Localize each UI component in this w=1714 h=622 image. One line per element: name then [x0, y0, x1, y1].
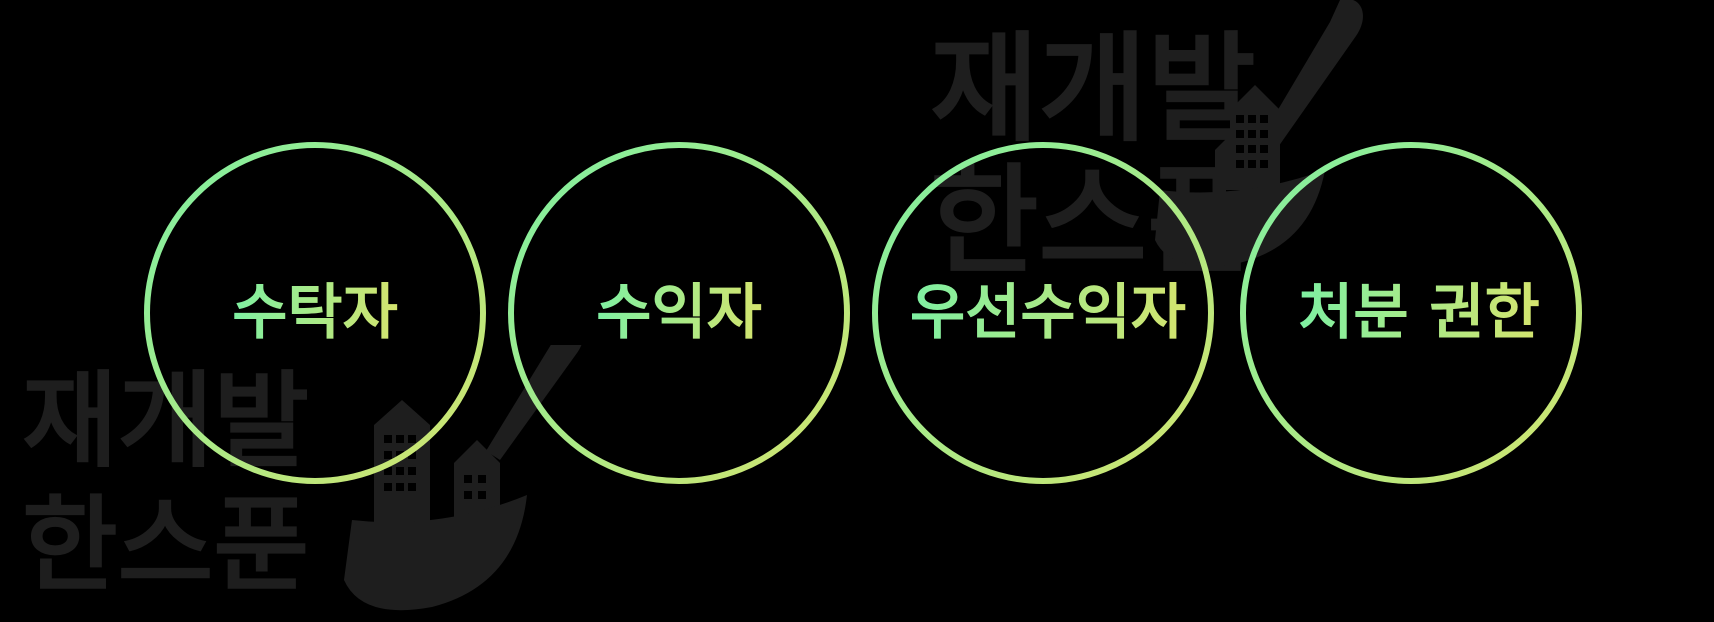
circle-priority-beneficiary: 우선수익자 [872, 142, 1214, 484]
watermark-line-1: 재개발 [930, 20, 1256, 158]
circle-beneficiary: 수익자 [508, 142, 850, 484]
circle-ring [144, 142, 486, 484]
watermark-logo-top: 재개발 한스푼 [930, 0, 1363, 280]
watermark-logo-bottom: 재개발 한스푼 [22, 345, 582, 611]
spoon-with-buildings-icon [344, 345, 582, 611]
circle-ring [508, 142, 850, 484]
circle-disposal-authority: 처분 권한 [1240, 142, 1582, 484]
watermark-line-2: 한스푼 [22, 484, 309, 606]
circle-label-priority-beneficiary: 우선수익자 [910, 278, 1186, 348]
circle-ring [872, 142, 1214, 484]
circle-ring [1240, 142, 1582, 484]
circle-trustee: 수탁자 [144, 142, 486, 484]
building-windows [1236, 115, 1268, 168]
circle-label-disposal-authority: 처분 권한 [1298, 278, 1540, 348]
circle-label-trustee: 수탁자 [232, 278, 398, 348]
watermark-line-1: 재개발 [22, 360, 309, 482]
circle-label-beneficiary: 수익자 [596, 278, 762, 348]
